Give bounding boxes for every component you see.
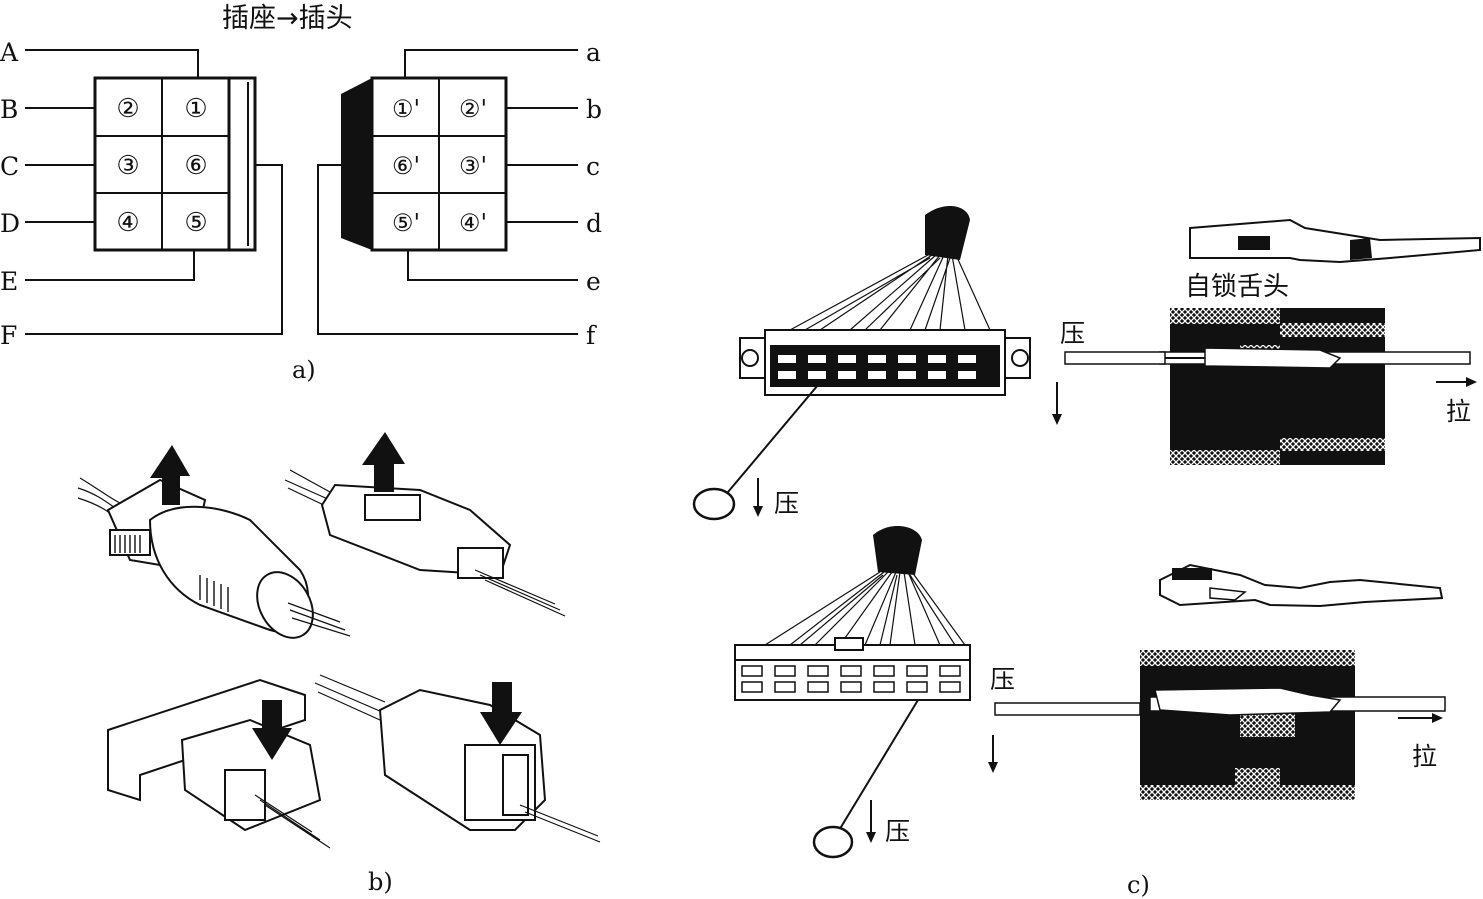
pull-arrow-bottom: [1398, 713, 1443, 723]
press-label-bottom: 压: [990, 665, 1015, 694]
housing-section-top: [1064, 308, 1471, 465]
caption-a: a): [292, 356, 316, 384]
panel-mount-connector-illustration: [107, 678, 331, 849]
socket-connector: [93, 76, 257, 252]
press-label-bottom-tool: 压: [885, 817, 910, 846]
flat-connector-illustration: [284, 432, 566, 617]
plug-pin-1: ①': [392, 95, 420, 123]
plug-label-a: a: [586, 38, 601, 67]
double-block-connector-illustration: [314, 674, 601, 843]
panel-c: 压 压 自锁舌头 拉: [692, 205, 1481, 899]
press-label-top: 压: [1060, 319, 1085, 348]
socket-pin-4: ⑥: [184, 151, 207, 181]
caption-c: c): [1127, 871, 1150, 899]
caption-b: b): [368, 868, 393, 896]
socket-pin-1: ②: [116, 94, 139, 124]
socket-label-E: E: [0, 267, 18, 296]
plug-pin-4: ③': [459, 152, 487, 180]
multi-pin-connector-bottom: [734, 525, 971, 859]
plug-label-e: e: [586, 267, 601, 296]
housing-section-bottom: [994, 650, 1446, 800]
plug-pin-6: ④': [459, 209, 487, 237]
terminal-bottom: [1159, 563, 1444, 608]
socket-label-F: F: [0, 321, 17, 350]
self-lock-tongue-label: 自锁舌头: [1185, 272, 1289, 302]
plug-label-f: f: [586, 321, 597, 350]
terminal-top: [1189, 218, 1481, 264]
plug-pin-3: ⑥': [392, 152, 420, 180]
socket-to-plug-header: 插座→插头: [222, 3, 353, 34]
plug-label-b: b: [586, 95, 602, 124]
pull-arrow-top: [1436, 377, 1477, 387]
socket-label-A: A: [0, 38, 19, 67]
plug-pin-5: ⑤': [392, 209, 420, 237]
panel-b: b): [77, 432, 601, 896]
plug-label-d: d: [586, 209, 602, 238]
press-arrow-bottom: [988, 735, 998, 773]
press-arrow-top: [1052, 382, 1062, 425]
pull-label-bottom: 拉: [1412, 742, 1437, 771]
plug-leader-lines: [317, 49, 578, 335]
round-connector-illustration: [77, 445, 351, 639]
press-arrow-top-tool: [753, 478, 763, 517]
press-label-top-tool: 压: [774, 489, 799, 518]
pull-label-top: 拉: [1446, 397, 1471, 426]
multi-pin-connector-top: [692, 205, 1031, 521]
socket-pin-2: ①: [184, 94, 207, 124]
socket-pin-3: ③: [116, 151, 139, 181]
socket-label-B: B: [0, 95, 18, 124]
press-arrow-bottom-tool: [866, 800, 876, 843]
plug-connector: [341, 76, 508, 252]
plug-label-c: c: [586, 152, 600, 181]
socket-pin-5: ④: [116, 208, 139, 238]
socket-label-D: D: [0, 209, 20, 238]
socket-label-C: C: [0, 152, 19, 181]
socket-leader-lines: [25, 49, 283, 335]
plug-pin-2: ②': [459, 95, 487, 123]
socket-pin-6: ⑤: [184, 208, 207, 238]
panel-a: 插座→插头 ② ① ③ ⑥ ④ ⑤ A B C D E F: [0, 3, 602, 384]
